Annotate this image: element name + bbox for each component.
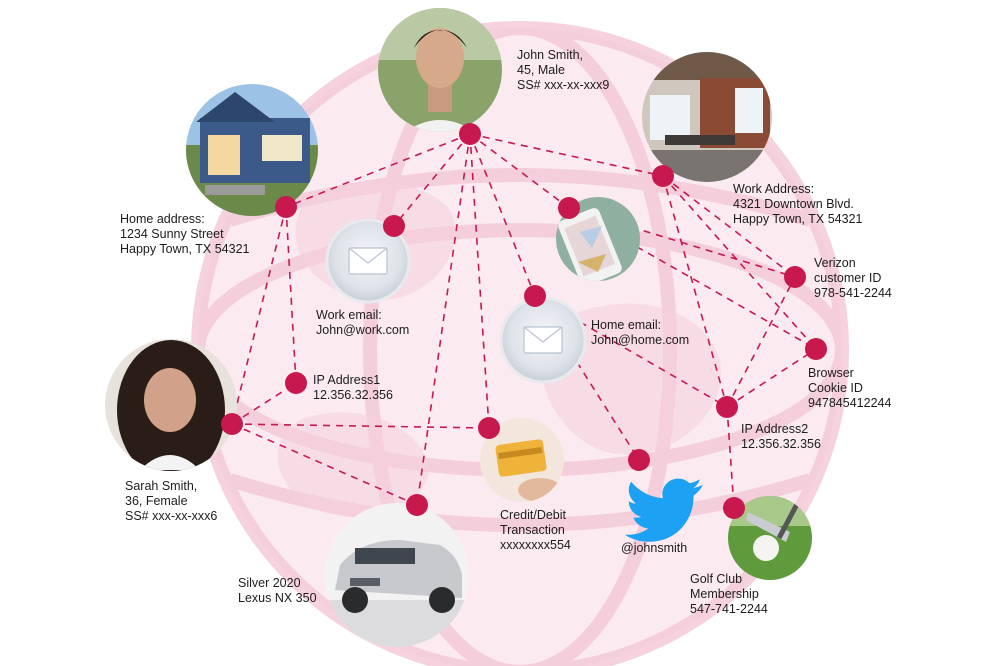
node-credit bbox=[478, 417, 500, 439]
node-golf bbox=[723, 497, 745, 519]
node-car bbox=[406, 494, 428, 516]
browser-cookie-label: Browser Cookie ID 947845412244 bbox=[808, 366, 891, 411]
work-email-label: Work email: John@work.com bbox=[316, 308, 409, 338]
node-sarah bbox=[221, 413, 243, 435]
sarah-smith-label: Sarah Smith, 36, Female SS# xxx-xx-xxx6 bbox=[125, 479, 217, 524]
node-phone bbox=[558, 197, 580, 219]
ip-address-1-label: IP Address1 12.356.32.356 bbox=[313, 373, 393, 403]
twitter-handle-label: @johnsmith bbox=[621, 541, 687, 556]
credit-transaction-label: Credit/Debit Transaction xxxxxxxx554 bbox=[500, 508, 571, 553]
node-home-address bbox=[275, 196, 297, 218]
node-home-email bbox=[524, 285, 546, 307]
home-email-icon bbox=[501, 298, 585, 382]
house-photo bbox=[186, 84, 318, 216]
home-address-label: Home address: 1234 Sunny Street Happy To… bbox=[120, 212, 250, 257]
car-photo bbox=[325, 503, 469, 647]
john-smith-label: John Smith, 45, Male SS# xxx-xx-xxx9 bbox=[517, 48, 609, 93]
ip-address-2-label: IP Address2 12.356.32.356 bbox=[741, 422, 821, 452]
node-verizon bbox=[784, 266, 806, 288]
node-twitter bbox=[628, 449, 650, 471]
node-work-address bbox=[652, 165, 674, 187]
work-address-label: Work Address: 4321 Downtown Blvd. Happy … bbox=[733, 182, 863, 227]
node-work-email bbox=[383, 215, 405, 237]
node-ip2 bbox=[716, 396, 738, 418]
node-browser-cookie bbox=[805, 338, 827, 360]
golf-membership-label: Golf Club Membership 547-741-2244 bbox=[690, 572, 768, 617]
node-john bbox=[459, 123, 481, 145]
verizon-label: Verizon customer ID 978-541-2244 bbox=[814, 256, 892, 301]
home-email-label: Home email: John@home.com bbox=[591, 318, 689, 348]
node-ip1 bbox=[285, 372, 307, 394]
car-label: Silver 2020 Lexus NX 350 bbox=[238, 576, 317, 606]
